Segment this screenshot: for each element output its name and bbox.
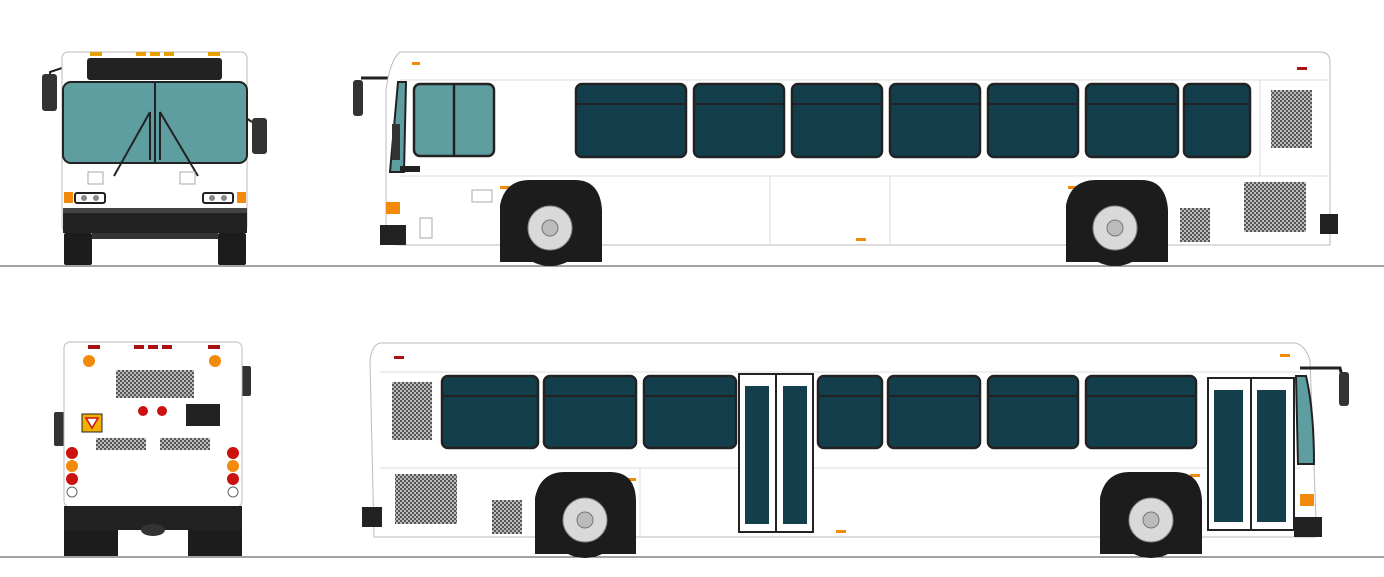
left-side-passenger-windows	[574, 82, 1252, 159]
rear-tail-lights	[66, 447, 239, 498]
front-right-tire	[218, 233, 246, 265]
left-side-rear-bumper	[1320, 214, 1338, 234]
left-side-mirror	[353, 80, 363, 116]
right-side-mirror	[1339, 372, 1349, 406]
bus-front-view	[42, 51, 267, 265]
front-left-headlights	[74, 192, 106, 204]
bus-rear-view	[54, 341, 251, 556]
right-side-windshield	[1294, 375, 1316, 465]
right-side-rear-grille-upper	[392, 382, 432, 440]
rear-engine-grille	[116, 370, 194, 398]
left-side-rear-grille-upper	[1271, 90, 1312, 148]
right-side-rear-bumper	[362, 507, 382, 527]
front-wipers	[113, 111, 199, 177]
right-side-engine-grille	[395, 474, 457, 524]
front-left-tire	[64, 233, 92, 265]
front-right-headlights	[202, 192, 234, 204]
right-side-front-door	[1207, 377, 1295, 531]
bus-right-side-view	[362, 342, 1349, 558]
left-side-engine-grille	[1244, 182, 1306, 232]
front-left-mirror	[42, 74, 57, 111]
front-bumper	[63, 213, 247, 233]
right-side-passenger-windows	[440, 374, 1198, 450]
front-right-mirror	[252, 118, 267, 154]
left-side-front-bumper	[380, 225, 406, 245]
front-destination-sign	[87, 58, 222, 80]
right-side-rear-door	[738, 373, 814, 533]
right-side-front-bumper	[1294, 517, 1322, 537]
bus-left-side-view	[353, 51, 1338, 266]
